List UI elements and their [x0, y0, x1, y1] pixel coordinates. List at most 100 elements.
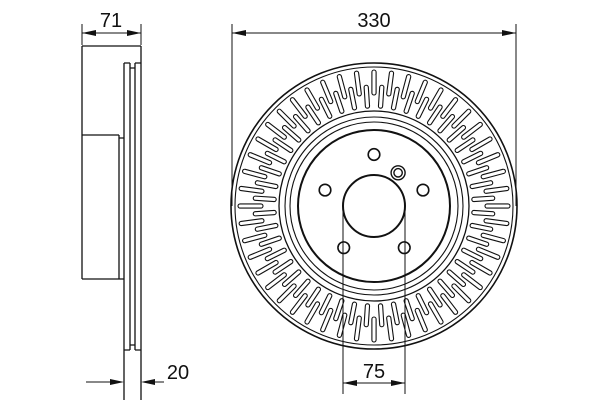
- vent-slot: [461, 121, 483, 140]
- vent-slot: [466, 165, 490, 177]
- bolt-hole: [337, 241, 351, 255]
- vent-slot: [265, 272, 287, 291]
- friction-band-circle-inner: [289, 121, 459, 291]
- vent-slot: [454, 258, 476, 275]
- vent-slot: [427, 87, 444, 111]
- dim-330-value: 330: [357, 10, 390, 32]
- vent-slot: [363, 84, 371, 109]
- vent-slot: [475, 152, 501, 166]
- dim-75-arrowhead-left: [343, 380, 357, 386]
- vent-slot: [426, 286, 443, 308]
- vent-slot: [469, 259, 493, 276]
- vent-slot: [276, 283, 297, 304]
- vent-slot: [281, 269, 302, 288]
- vent-slot: [414, 307, 428, 333]
- vent-slot: [484, 203, 511, 209]
- vent-slot: [471, 195, 496, 203]
- vent-slot: [451, 283, 472, 304]
- dim-20-arrowhead-right: [141, 379, 155, 385]
- vent-slot: [320, 307, 334, 333]
- vent-slot: [292, 113, 311, 134]
- vent-slot: [483, 218, 510, 227]
- pin-hole-inner: [393, 167, 403, 178]
- vent-slot: [272, 258, 294, 275]
- friction-band-circle-outer: [284, 116, 464, 296]
- dim-71-arrowhead-right: [127, 30, 141, 36]
- front-view: [230, 62, 518, 350]
- vent-slot: [371, 69, 377, 96]
- vent-slot: [252, 195, 277, 203]
- vent-slot: [483, 185, 510, 194]
- locating-pin-hole: [390, 165, 406, 181]
- vent-slot: [451, 108, 472, 129]
- vent-slot: [414, 79, 428, 105]
- vent-slot: [440, 293, 459, 315]
- vent-slot: [403, 298, 415, 322]
- dim-outer-diameter: 330: [231, 10, 517, 206]
- vent-slot: [305, 104, 322, 126]
- vent-slot: [320, 79, 334, 105]
- bolt-hole: [318, 183, 332, 197]
- dim-75-value: 75: [363, 361, 385, 383]
- dim-75-arrowhead-right: [391, 380, 405, 386]
- vent-slot: [305, 286, 322, 308]
- side-view-hat-outline: [81, 45, 141, 280]
- bolt-hole: [416, 183, 430, 197]
- center-bore-circle: [342, 174, 406, 238]
- vent-slot: [469, 136, 493, 153]
- vent-slot: [237, 203, 264, 209]
- vent-slot: [469, 222, 494, 232]
- vent-slot: [258, 235, 282, 247]
- dim-ring-thickness: 20: [86, 362, 189, 385]
- vent-slot: [238, 218, 265, 227]
- vent-slot: [292, 278, 311, 299]
- vent-slot: [427, 301, 444, 325]
- dim-71-arrowhead-left: [82, 30, 96, 36]
- vent-slot: [255, 259, 279, 276]
- vent-slot: [264, 150, 287, 165]
- vent-slot: [415, 96, 430, 119]
- vent-slot-ring: [237, 69, 511, 343]
- vent-slot: [289, 97, 308, 119]
- vent-slot: [348, 86, 358, 111]
- vent-slot: [466, 235, 490, 247]
- slot-band-inner-circle: [278, 110, 470, 302]
- vent-slot: [363, 303, 371, 328]
- vent-slot: [469, 180, 494, 190]
- vent-slot: [247, 246, 273, 260]
- vent-slot: [386, 315, 395, 342]
- dim-bore-diameter: 75: [342, 207, 406, 394]
- vent-slot: [377, 303, 385, 328]
- vent-slot: [440, 97, 459, 119]
- vent-slot: [377, 84, 385, 109]
- vent-slot: [353, 315, 362, 342]
- side-view-ring-outline: [123, 46, 142, 351]
- vent-slot: [426, 104, 443, 126]
- vent-slot: [461, 247, 484, 262]
- vent-slot: [258, 165, 282, 177]
- vent-slot: [475, 246, 501, 260]
- vent-slot: [415, 293, 430, 316]
- vent-slot: [254, 222, 279, 232]
- vent-slot: [437, 113, 456, 134]
- vent-slot: [371, 316, 377, 343]
- vent-slot: [276, 108, 297, 129]
- vent-slot: [400, 74, 412, 100]
- vent-slot: [480, 168, 506, 180]
- vent-slot: [318, 293, 333, 316]
- vent-slot: [265, 121, 287, 140]
- pin-hole-outer: [390, 165, 406, 181]
- vent-slot: [333, 298, 345, 322]
- vent-slot: [348, 301, 358, 326]
- vent-slot: [336, 312, 348, 338]
- dim-71-value: 71: [100, 10, 122, 32]
- vent-slot: [390, 301, 400, 326]
- vent-slot: [446, 269, 467, 288]
- vent-slot: [289, 293, 308, 315]
- vent-slot: [471, 209, 496, 217]
- vent-slot: [304, 87, 321, 111]
- vent-slot: [333, 90, 345, 114]
- vent-slot: [390, 86, 400, 111]
